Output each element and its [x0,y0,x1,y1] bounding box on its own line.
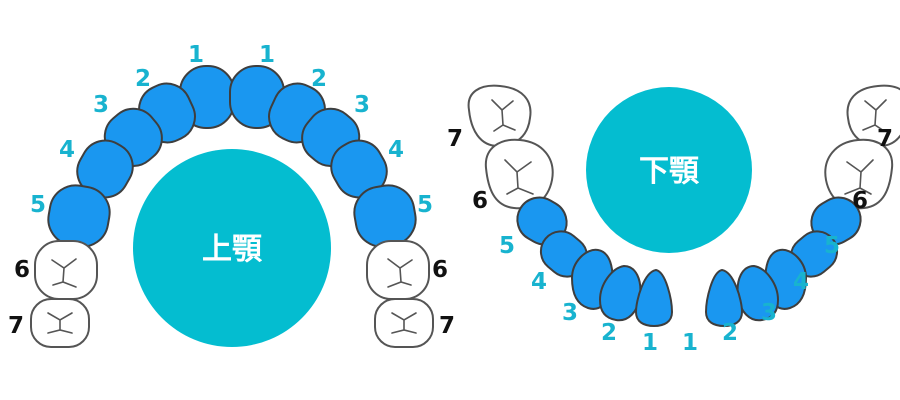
upper-left-number-6: 6 [14,257,30,283]
upper-right-number-1: 1 [259,42,275,68]
lower-jaw-label: 下顎 [639,154,700,189]
upper-left-number-4: 4 [59,137,75,163]
upper-right-number-6: 6 [432,257,448,283]
upper-right-number-5: 5 [417,192,433,218]
lower-right-number-2: 2 [722,320,738,346]
lower-right-number-7: 7 [877,126,893,152]
lower-right-number-3: 3 [761,300,777,326]
lower-left-number-6: 6 [472,188,488,214]
upper-jaw-label: 上顎 [202,232,263,267]
lower-left-number-1: 1 [642,330,658,356]
upper-left-number-3: 3 [93,92,109,118]
upper-right-number-3: 3 [354,92,370,118]
lower-right-number-4: 4 [793,269,809,295]
upper-left-number-2: 2 [135,66,151,92]
lower-right-number-6: 6 [852,188,868,214]
upper-jaw: 上顎 1 2 3 [8,42,455,347]
lower-right-tooth-1 [706,270,742,326]
lower-left-number-3: 3 [562,300,578,326]
lower-right-number-1: 1 [682,330,698,356]
upper-left-tooth-6 [35,241,97,299]
upper-right-tooth-6 [367,241,429,299]
lower-left-tooth-1 [636,270,672,326]
lower-left-tooth-7 [469,86,531,146]
upper-left-number-7: 7 [8,313,24,339]
lower-jaw: 下顎 1 2 3 [447,86,900,356]
upper-right-number-7: 7 [439,313,455,339]
lower-left-number-7: 7 [447,126,463,152]
lower-right-number-5: 5 [824,233,840,259]
lower-left-number-5: 5 [499,233,515,259]
lower-left-number-2: 2 [601,320,617,346]
lower-left-number-4: 4 [531,269,547,295]
upper-right-number-4: 4 [388,137,404,163]
upper-left-number-5: 5 [30,192,46,218]
upper-right-number-2: 2 [311,66,327,92]
upper-left-number-1: 1 [188,42,204,68]
